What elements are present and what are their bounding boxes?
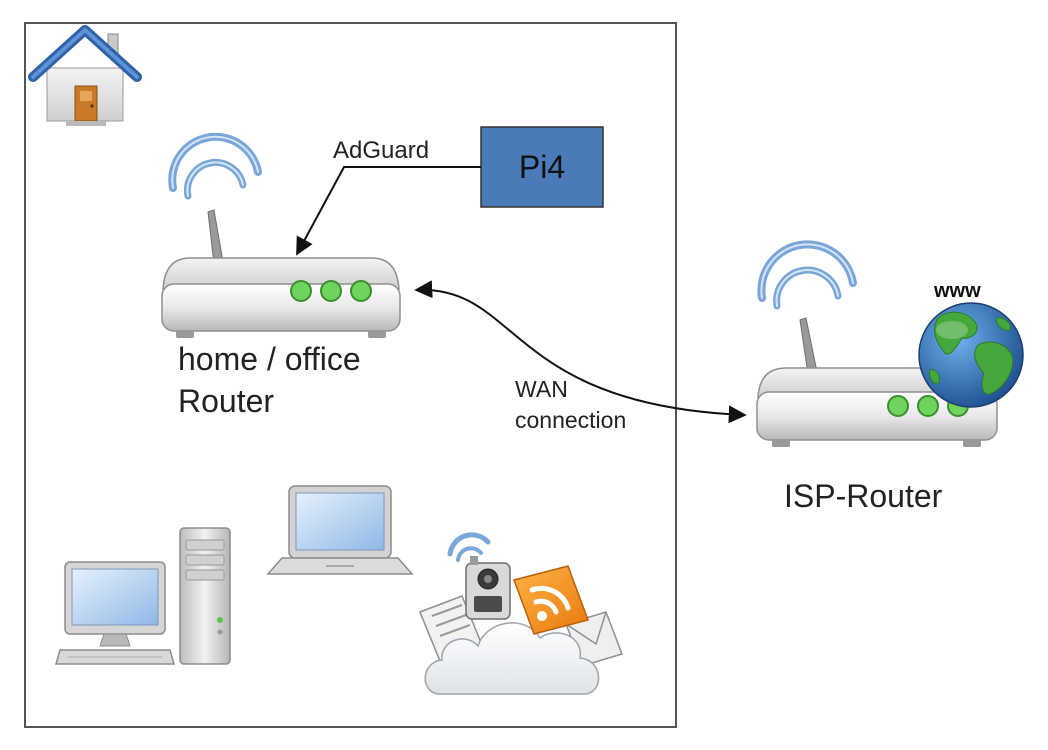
wan-label-line1: WAN [515, 376, 568, 402]
globe-icon [918, 302, 1024, 408]
wan-label-line2: connection [515, 407, 627, 433]
wifi-icon [447, 532, 491, 562]
router-led [887, 395, 909, 417]
camera-icon [465, 556, 511, 620]
adguard-connector [296, 166, 481, 256]
pi4-label: Pi4 [518, 148, 566, 185]
wifi-icon [168, 132, 262, 200]
laptop-icon [266, 485, 414, 575]
desktop-computer-icon [55, 527, 231, 665]
rss-icon [513, 565, 589, 635]
home-router-icon [161, 209, 401, 338]
wan-connection-arrow [414, 280, 747, 424]
pi4-box [480, 126, 604, 208]
home-router-label-line1: home / office [178, 341, 361, 377]
www-label: www [934, 280, 981, 302]
home-router-label: home / office Router [178, 338, 361, 422]
cloud-icon [424, 622, 600, 695]
adguard-label: AdGuard [333, 137, 430, 164]
isp-wifi-icon [757, 240, 857, 310]
router-led [290, 280, 312, 302]
router-led [320, 280, 342, 302]
house-icon [28, 25, 142, 126]
router-led [917, 395, 939, 417]
home-router-label-line2: Router [178, 383, 275, 419]
router-led [350, 280, 372, 302]
isp-router-label: ISP-Router [784, 478, 943, 514]
wan-connection-label: WAN connection [515, 374, 626, 436]
